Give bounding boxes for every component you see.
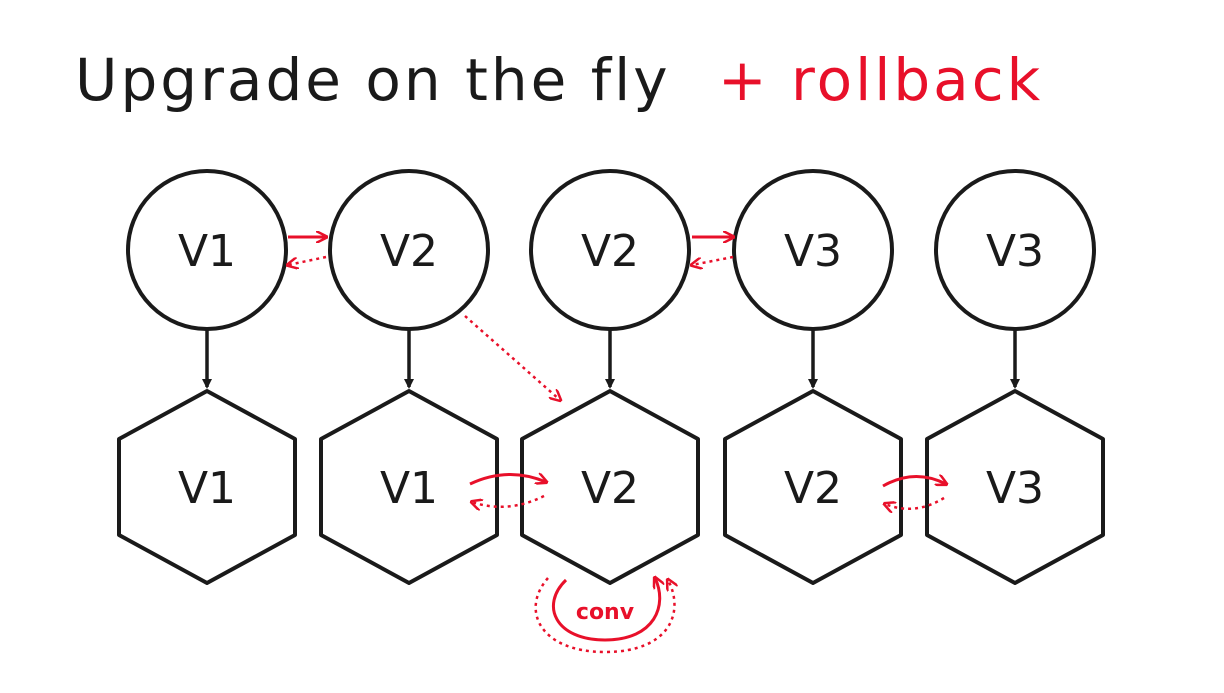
bottom-node-4: V2 bbox=[723, 389, 903, 585]
bottom-node-hexagon bbox=[117, 389, 297, 585]
top-node-5: V3 bbox=[934, 169, 1096, 331]
top-node-label: V1 bbox=[178, 226, 236, 277]
bottom-node-3: V2 bbox=[520, 389, 700, 585]
top-node-circle bbox=[732, 169, 894, 331]
top-node-circle bbox=[126, 169, 288, 331]
conv-loop-dotted-arrow bbox=[534, 578, 675, 654]
top-node-2: V2 bbox=[328, 169, 490, 331]
top-node-circle bbox=[529, 169, 691, 331]
title-main: Upgrade on the fly bbox=[75, 46, 671, 114]
top-node-circle bbox=[934, 169, 1096, 331]
bottom-node-hexagon bbox=[520, 389, 700, 585]
transitions bbox=[288, 237, 946, 509]
title-rollback: + rollback bbox=[718, 46, 1043, 114]
bottom-node-2: V1 bbox=[319, 389, 499, 585]
hex-v1-v2-rollback-arrow bbox=[472, 494, 545, 507]
top-node-4: V3 bbox=[732, 169, 894, 331]
bottom-node-label: V1 bbox=[380, 463, 438, 514]
top-node-label: V2 bbox=[380, 226, 438, 277]
bottom-node-label: V1 bbox=[178, 463, 236, 514]
bottom-node-5: V3 bbox=[925, 389, 1105, 585]
top-v2-v3-rollback-arrow bbox=[692, 255, 734, 265]
migrate-diagonal-arrow bbox=[464, 315, 560, 400]
hex-v1-v2-forward-arrow bbox=[469, 474, 546, 486]
top-node-label: V3 bbox=[784, 226, 842, 277]
svg-text:Upgrade on the fly + rollb: Upgrade on the fly + rollback bbox=[75, 46, 1043, 114]
edges bbox=[202, 329, 1020, 389]
bottom-node-label: V3 bbox=[986, 463, 1044, 514]
top-node-label: V3 bbox=[986, 226, 1044, 277]
conv-loop-arrow bbox=[551, 578, 659, 642]
top-node-label: V2 bbox=[581, 226, 639, 277]
top-node-3: V2 bbox=[529, 169, 691, 331]
bottom-node-1: V1 bbox=[117, 389, 297, 585]
top-node-circle bbox=[328, 169, 490, 331]
hex-v2-v3-forward-arrow bbox=[882, 476, 946, 488]
top-v1-v2-rollback-arrow bbox=[288, 255, 327, 265]
bottom-node-hexagon bbox=[925, 389, 1105, 585]
conv-label: conv bbox=[576, 600, 635, 625]
bottom-node-label: V2 bbox=[784, 463, 842, 514]
conv-annotation: conv bbox=[534, 578, 675, 654]
bottom-node-label: V2 bbox=[581, 463, 639, 514]
bottom-node-hexagon bbox=[723, 389, 903, 585]
bottom-node-hexagon bbox=[319, 389, 499, 585]
top-node-1: V1 bbox=[126, 169, 288, 331]
